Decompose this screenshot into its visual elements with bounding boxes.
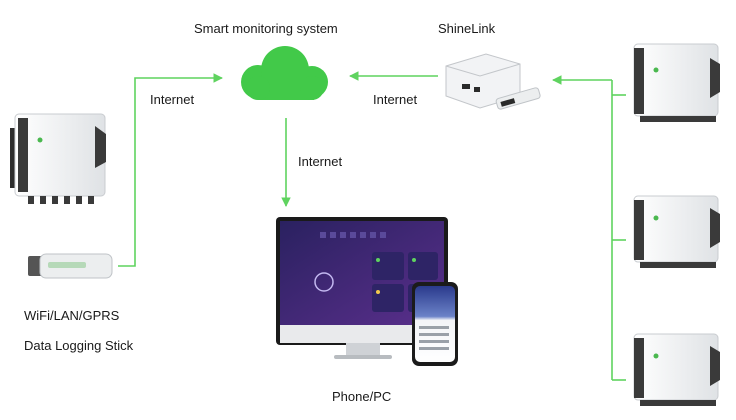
device-label: Phone/PC: [332, 389, 392, 404]
data-logging-stick-icon: [28, 253, 113, 279]
phone-icon: [412, 282, 458, 366]
internet-label-left: Internet: [150, 92, 195, 107]
internet-label-mid: Internet: [373, 92, 418, 107]
connector-lines: [118, 71, 626, 381]
inverter-stack: [633, 43, 720, 406]
cloud-icon: [241, 46, 328, 100]
internet-label-down: Internet: [298, 154, 343, 169]
stick-to-cloud-line: [118, 73, 223, 267]
cloud-label: Smart monitoring system: [194, 21, 338, 36]
inverter-icon: [633, 195, 720, 268]
inverter-icon: [10, 113, 106, 204]
stick-label-line1: WiFi/LAN/GPRS: [24, 308, 120, 323]
shinelink-router-icon: [445, 53, 541, 110]
stick-label-line2: Data Logging Stick: [24, 338, 134, 353]
inverter-icon: [633, 43, 720, 122]
inverter-icon: [633, 333, 720, 406]
shinelink-label: ShineLink: [438, 21, 496, 36]
